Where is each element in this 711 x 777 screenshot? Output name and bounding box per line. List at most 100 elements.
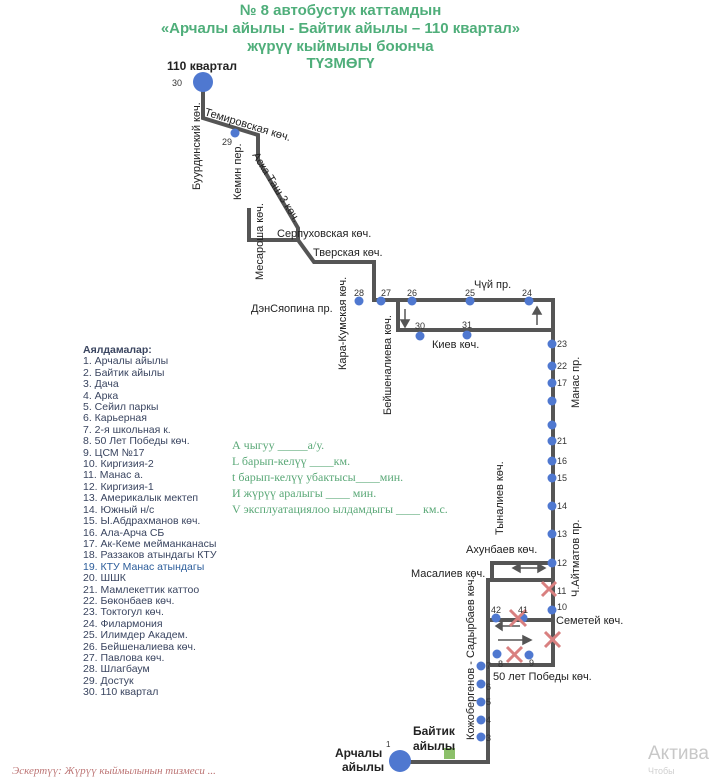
legend-item: 1. Арчалы айылы <box>83 355 169 368</box>
legend-item: 10. Киргизия-2 <box>83 458 154 471</box>
title-line-3: жүрүү кыймылы боюнча <box>247 38 434 55</box>
stop-number: 41 <box>518 605 528 615</box>
legend-item: 3. Дача <box>83 378 119 391</box>
street-label-kemin: Кемин пер. <box>232 143 244 200</box>
stop-9 <box>524 650 534 660</box>
legend-item: 8. 50 Лет Победы көч. <box>83 435 190 448</box>
legend-item: 6. Карьерная <box>83 412 147 425</box>
terminal-110-kvartal <box>193 72 213 92</box>
stop-number: 21 <box>557 436 567 446</box>
param-round-trip-time: t барып-келүү убактысы____мин. <box>232 470 404 484</box>
stop-25 <box>465 296 475 306</box>
stop-number: 5 <box>486 697 491 707</box>
direction-arrows <box>399 305 547 646</box>
street-label-temirovskaya: Темировская көч. <box>203 106 292 144</box>
stop-5 <box>476 697 486 707</box>
stop-4 <box>476 715 486 725</box>
route-bottom <box>400 665 490 764</box>
stop-number: 6 <box>486 682 491 692</box>
stop-number: 15 <box>557 473 567 483</box>
stop-14 <box>547 501 557 511</box>
stop-24 <box>524 296 534 306</box>
terminal-archaly-label-1: Арчалы <box>335 746 382 760</box>
stop-number: 3 <box>486 733 491 743</box>
legend-item: 2. Байтик айылы <box>83 366 165 379</box>
activation-watermark-sub: Чтобы <box>648 766 675 776</box>
legend-item: 15. Ы.Абдрахманов көч. <box>83 515 201 528</box>
terminal-110-label: 110 квартал <box>167 59 237 73</box>
stop-number: 17 <box>557 378 567 388</box>
legend-item: 30. 110 квартал <box>83 686 159 699</box>
stop-number: 23 <box>557 339 567 349</box>
arrow-down-icon <box>399 309 411 329</box>
terminal-archaly-label-2: айылы <box>342 760 384 774</box>
cross-icon <box>505 645 524 664</box>
stop-17 <box>547 378 557 388</box>
stop-27 <box>376 296 386 306</box>
stop-16 <box>547 456 557 466</box>
stop-number: 26 <box>407 288 417 298</box>
stop-19 <box>547 420 557 430</box>
legend-item: 5. Сейил паркы <box>83 401 159 414</box>
stop-29 <box>230 128 240 138</box>
street-label-manas: Манас пр. <box>570 357 582 408</box>
stop-10 <box>547 605 557 615</box>
street-label-aitmatov: Ч.Айтматов пр. <box>570 520 582 597</box>
street-label-densyaopina: ДэнСяопина пр. <box>251 303 333 315</box>
legend-item: 18. Раззаков атындагы КТУ <box>83 549 217 562</box>
street-label-pobedy: 50 лет Победы көч. <box>493 671 592 683</box>
legend-item: 29. Достук <box>83 674 134 687</box>
title-line-4: ТҮЗМӨГҮ <box>306 55 375 72</box>
cross-icon <box>508 608 528 628</box>
stop-number: 28 <box>354 288 364 298</box>
legend-item: 7. 2-я школьная к. <box>83 423 171 436</box>
route-main-north <box>201 82 555 565</box>
cross-icon <box>543 630 562 649</box>
stop-number: 16 <box>557 456 567 466</box>
legend-item: 19. КТУ Манас атындагы <box>83 560 205 573</box>
stop-7 <box>476 661 486 671</box>
legend-item: 13. Америкалык мектеп <box>83 492 199 505</box>
street-label-beishenalieva: Бейшеналиева көч. <box>382 315 394 415</box>
stop-15 <box>547 473 557 483</box>
stop-number: 9 <box>529 658 534 668</box>
terminal-baitik-square <box>444 748 455 759</box>
closed-markers <box>505 580 562 664</box>
arrow-bidirectional-icon <box>511 562 547 574</box>
stops-legend: Аялдамалар: 1. Арчалы айылы 2. Байтик ай… <box>83 344 217 699</box>
cross-icon <box>540 580 558 598</box>
street-label-akhunbaev: Ахунбаев көч. <box>466 544 537 556</box>
stop-13 <box>547 529 557 539</box>
stop-12 <box>547 558 557 568</box>
stop-31 <box>462 330 472 340</box>
stop-26 <box>407 296 417 306</box>
terminal-baitik-label-2: айылы <box>413 739 455 753</box>
legend-item: 16. Ала-Арча СБ <box>83 526 165 539</box>
stop-28 <box>354 296 364 306</box>
terminal-110-number: 30 <box>172 78 182 88</box>
legend-item: 28. Шлагбаум <box>83 663 150 676</box>
stop-number: 7 <box>486 661 491 671</box>
legend-item: 21. Мамлекеттик каттоо <box>83 583 200 596</box>
title-line-1: № 8 автобустук каттамдын <box>239 2 442 19</box>
stop-number: 24 <box>522 288 532 298</box>
arrow-left-icon <box>494 620 520 632</box>
title-line-2: «Арчалы айылы - Байтик айылы – 110 кварт… <box>160 20 521 37</box>
legend-item: 22. Бөконбаев көч. <box>83 594 175 607</box>
terminal-archaly-number: 1 <box>386 740 391 749</box>
arrow-right-icon <box>498 634 533 646</box>
legend-item: 11. Манас а. <box>83 469 144 482</box>
legend-heading: Аялдамалар: <box>83 344 152 356</box>
stop-number: 25 <box>465 288 475 298</box>
stop-21 <box>547 436 557 446</box>
legend-item: 17. Ак-Кеме мейманканасы <box>83 537 217 550</box>
stop-number: 12 <box>557 558 567 568</box>
legend-item: 24. Филармония <box>83 617 163 630</box>
param-speed: V эксплуатациялоо ылдамдыгы ____ км.с. <box>232 502 448 516</box>
arrow-up-icon <box>531 305 543 325</box>
stop-number: 27 <box>381 288 391 298</box>
legend-item: 9. ЦСМ №17 <box>83 446 145 459</box>
street-label-masaliev: Масалиев көч. <box>411 568 485 580</box>
param-departures: А чыгуу _____а/у. <box>232 438 325 452</box>
